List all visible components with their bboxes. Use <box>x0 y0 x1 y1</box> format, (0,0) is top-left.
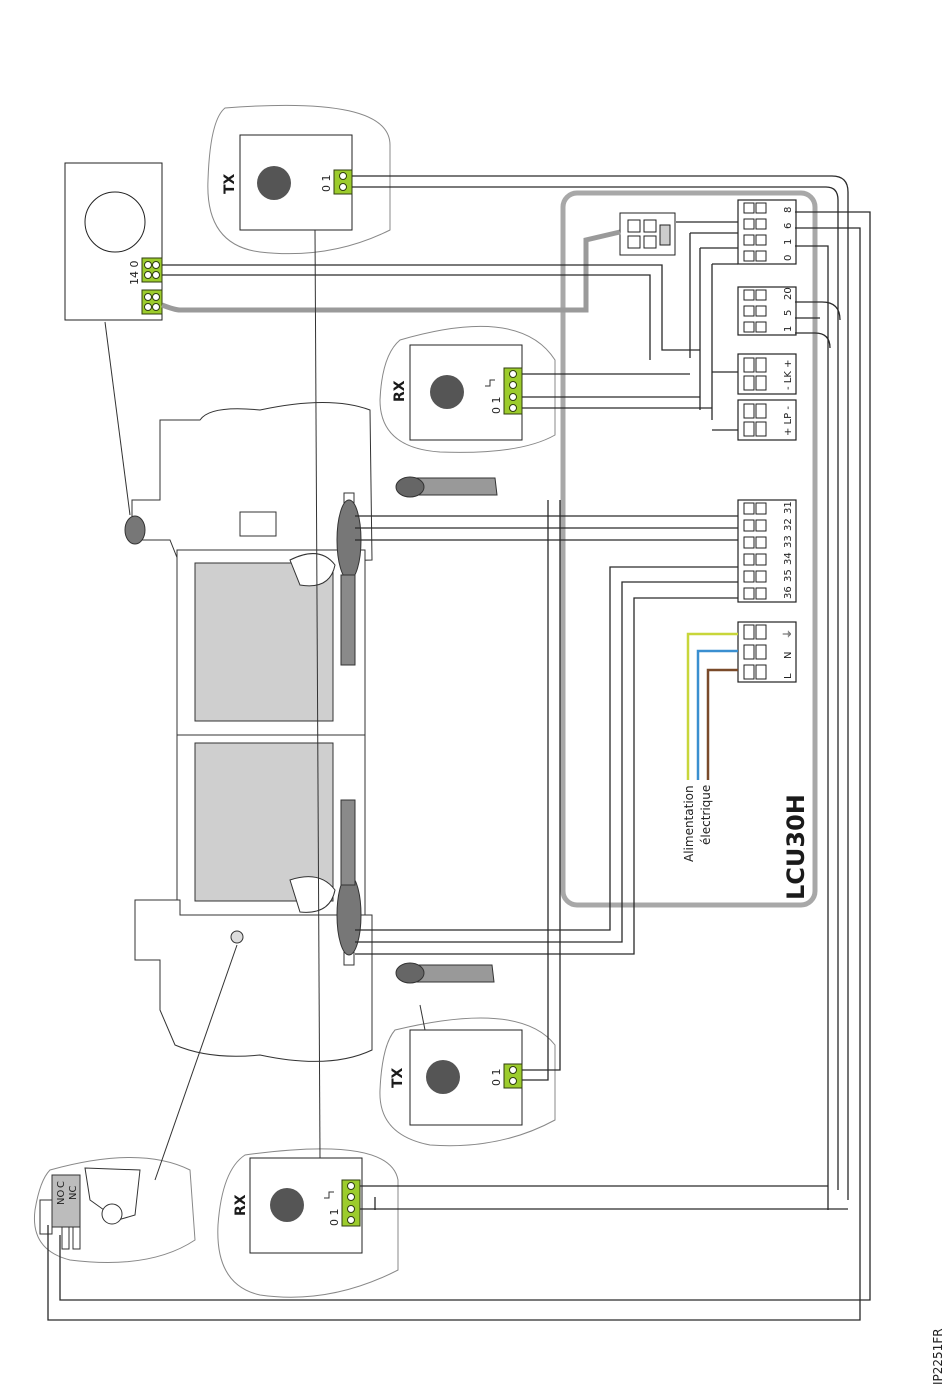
rx-bottom-terminal-label: 0 1 <box>328 1209 341 1227</box>
micro-switch-label-nc: NC <box>68 1186 79 1200</box>
motor-terminal-34: 34 <box>783 552 794 565</box>
tx-top: TX 0 1 <box>208 105 390 253</box>
power-terminal-L: L <box>783 673 794 679</box>
rx-bottom-lens-icon <box>270 1188 304 1222</box>
power-supply-label-line2: électrique <box>699 785 713 845</box>
terminal-block-lk: - LK + <box>738 354 796 394</box>
tx-top-lens-icon <box>257 166 291 200</box>
motor-terminal-35: 35 <box>783 569 794 582</box>
control-unit-label: LCU30H <box>782 794 810 900</box>
tx-bottom: TX 0 1 <box>380 1018 555 1146</box>
power-terminal-: ⏚ <box>782 629 794 639</box>
key-switch-dial-icon <box>85 192 145 252</box>
gate-assembly <box>125 403 372 1062</box>
power-terminal-N: N <box>783 652 794 659</box>
micro-switch-roller-icon <box>102 1204 122 1224</box>
tx-bottom-label: TX <box>390 1067 406 1088</box>
terminal-block-0-1-6-8: 0 1 6 8 <box>738 200 796 264</box>
tx-bottom-lens-icon <box>426 1060 460 1094</box>
top-terminal-0: 0 <box>783 255 794 261</box>
motor-terminal-33: 33 <box>783 535 794 548</box>
document-reference: IP2251FR <box>931 1328 945 1385</box>
remote-control-bottom-icon <box>396 963 494 983</box>
rx-top-terminal-label: 0 1 <box>490 397 503 415</box>
tx-top-label: TX <box>222 173 238 194</box>
gate-leaf-top-panel <box>195 563 333 721</box>
lp-terminal-label: + LP - <box>783 406 794 436</box>
rx-bottom: RX 0 1 <box>218 1149 398 1297</box>
rx-top-label: RX <box>392 380 408 402</box>
middle-terminal-1: 1 <box>783 326 794 332</box>
rx-top: RX 0 1 <box>380 326 555 452</box>
earth-wire <box>688 634 738 780</box>
rx-top-lens-icon <box>430 375 464 409</box>
top-terminal-8: 8 <box>783 207 794 213</box>
terminal-block-lp: + LP - <box>738 400 796 440</box>
middle-terminal-20: 20 <box>783 287 794 300</box>
grey-cable <box>162 232 620 310</box>
tx-top-terminal-label: 0 1 <box>320 175 333 193</box>
middle-terminal-5: 5 <box>783 310 794 316</box>
terminal-block-motors: 36 35 34 33 32 31 <box>738 500 796 602</box>
motor-terminal-32: 32 <box>783 518 794 531</box>
key-icon <box>125 516 145 544</box>
motor-terminal-31: 31 <box>783 501 794 514</box>
sensor-icon <box>231 931 243 943</box>
top-terminal-6: 6 <box>783 223 794 229</box>
remote-control-top-icon <box>396 477 497 497</box>
live-wire <box>708 670 738 780</box>
tx-bottom-terminal-label: 0 1 <box>490 1069 503 1087</box>
key-switch-terminal-label: 14 0 <box>128 261 141 286</box>
micro-switch: NO C NC <box>34 1158 195 1263</box>
key-switch: 14 0 <box>65 163 162 320</box>
top-terminal-1: 1 <box>783 239 794 245</box>
rx-bottom-label: RX <box>233 1194 249 1216</box>
motor-terminal-36: 36 <box>783 586 794 599</box>
micro-switch-label-no: NO <box>56 1190 67 1205</box>
lamp-connector <box>620 213 675 255</box>
power-supply-label-line1: Alimentation <box>682 785 696 862</box>
micro-switch-label-c: C <box>56 1181 67 1188</box>
terminal-block-power: L N ⏚ <box>738 622 796 682</box>
lk-terminal-label: - LK + <box>783 360 794 390</box>
